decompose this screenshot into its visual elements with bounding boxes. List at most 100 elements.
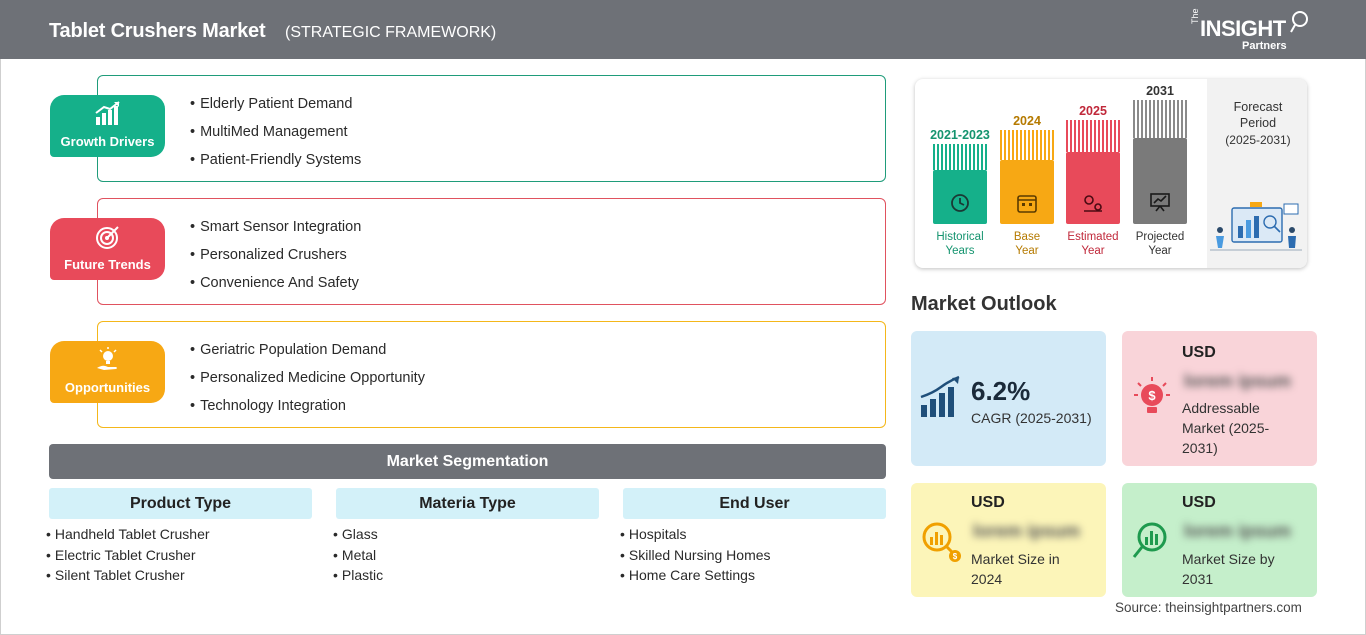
insight-partners-logo[interactable]: The INSIGHT Partners	[1190, 8, 1320, 54]
cagr-value: 6.2%	[971, 376, 1031, 406]
timeline-year: 2031	[1146, 84, 1174, 98]
timeline-stripes	[1066, 120, 1120, 152]
timeline-label-line2: Year	[1148, 245, 1172, 257]
list-item: MultiMed Management	[190, 124, 361, 152]
target-icon	[96, 226, 119, 249]
market-segmentation-bar: Market Segmentation	[49, 444, 886, 479]
growth-drivers-badge: Growth Drivers	[50, 95, 165, 157]
timeline-label: Estimated Year	[1056, 230, 1130, 258]
logo-partners: Partners	[1242, 40, 1287, 52]
svg-text:$: $	[1148, 388, 1156, 403]
header-bar: Tablet Crushers Market (STRATEGIC FRAMEW…	[0, 0, 1366, 59]
list-item: Skilled Nursing Homes	[620, 547, 886, 568]
timeline-label: Historical Years	[923, 230, 997, 258]
timeline-label: Projected Year	[1123, 230, 1197, 258]
size-2031-label: Market Size by 2031	[1182, 551, 1275, 587]
timeline-bar	[1066, 152, 1120, 224]
list-item: Personalized Medicine Opportunity	[190, 370, 425, 398]
growth-chart-icon	[920, 375, 960, 417]
list-item: Handheld Tablet Crusher	[46, 526, 312, 547]
opportunities-label: Opportunities	[64, 380, 151, 395]
list-item: Home Care Settings	[620, 567, 886, 588]
future-trends-label: Future Trends	[64, 257, 151, 272]
market-size-2031-card: USD lorem ipsum Market Size by 2031	[1122, 483, 1317, 597]
source-note: Source: theinsightpartners.com	[1115, 600, 1302, 615]
list-item: Hospitals	[620, 526, 886, 547]
logo-magnifier-icon	[1290, 11, 1308, 33]
timeline-label-line1: Historical	[936, 231, 984, 243]
bar-chart-up-icon	[95, 101, 120, 125]
size-2024-value: lorem ipsum	[973, 521, 1081, 541]
future-trends-badge: Future Trends	[50, 218, 165, 280]
analytics-people-icon	[1210, 202, 1302, 251]
addressable-value: lorem ipsum	[1184, 371, 1292, 391]
list-item: Convenience And Safety	[190, 275, 361, 303]
clock-history-icon	[951, 194, 969, 212]
calendar-icon	[1017, 195, 1037, 213]
page-subtitle: (STRATEGIC FRAMEWORK)	[285, 24, 497, 41]
growth-drivers-label: Growth Drivers	[60, 134, 155, 149]
future-trends-list: Smart Sensor Integration Personalized Cr…	[190, 219, 361, 303]
page-title: Tablet Crushers Market	[49, 20, 266, 42]
timeline-year: 2021-2023	[930, 128, 990, 142]
gears-chart-icon	[1084, 195, 1102, 212]
cagr-card: 6.2% CAGR (2025-2031)	[911, 331, 1106, 466]
timeline-stripes	[933, 144, 987, 170]
list-item: Elderly Patient Demand	[190, 96, 361, 124]
segment-head: Product Type	[49, 488, 312, 519]
timeline-label-line2: Years	[945, 245, 975, 257]
list-item: Personalized Crushers	[190, 247, 361, 275]
market-outlook-title: Market Outlook	[911, 293, 1057, 315]
logo-insight: INSIGHT	[1200, 16, 1286, 41]
addressable-market-card: $ USD lorem ipsum Addressable Market (20…	[1122, 331, 1317, 466]
magnifier-chart-icon: $	[922, 522, 961, 562]
timeline-label-line1: Estimated	[1067, 231, 1119, 243]
timeline-label: Base Year	[990, 230, 1064, 258]
list-item: Patient-Friendly Systems	[190, 152, 361, 180]
timeline-label-line2: Year	[1015, 245, 1039, 257]
magnifier-chart-icon	[1132, 522, 1167, 558]
segment-end-user: End User Hospitals Skilled Nursing Homes…	[623, 488, 886, 588]
lightbulb-hand-icon	[97, 347, 117, 370]
timeline-year: 2025	[1079, 104, 1107, 118]
timeline-bar	[1133, 138, 1187, 224]
list-item: Technology Integration	[190, 398, 425, 426]
timeline-label-line2: Year	[1081, 245, 1105, 257]
market-size-2024-card: $ USD lorem ipsum Market Size in 2024	[911, 483, 1106, 597]
timeline-label-line1: Projected	[1135, 231, 1185, 243]
list-item: Electric Tablet Crusher	[46, 547, 312, 568]
idea-dollar-icon: $	[1134, 377, 1170, 413]
addressable-label: Addressable Market (2025-2031)	[1182, 400, 1270, 456]
segment-head: Materia Type	[336, 488, 599, 519]
timeline-bar	[1000, 160, 1054, 224]
growth-drivers-list: Elderly Patient Demand MultiMed Manageme…	[190, 96, 361, 180]
svg-text:$: $	[953, 552, 958, 561]
list-item: Silent Tablet Crusher	[46, 567, 312, 588]
list-item: Smart Sensor Integration	[190, 219, 361, 247]
size-2031-value: lorem ipsum	[1184, 521, 1292, 541]
timeline-bar	[933, 170, 987, 224]
opportunities-list: Geriatric Population Demand Personalized…	[190, 342, 425, 426]
growth-drivers-panel: Elderly Patient Demand MultiMed Manageme…	[97, 75, 886, 182]
logo-the: The	[1190, 8, 1200, 24]
timeline-year: 2024	[1013, 114, 1041, 128]
cagr-label: CAGR (2025-2031)	[971, 410, 1092, 426]
segment-head: End User	[623, 488, 886, 519]
timeline-stripes	[1133, 100, 1187, 138]
opportunities-panel: Geriatric Population Demand Personalized…	[97, 321, 886, 428]
forecast-title: Forecast Period	[1233, 100, 1283, 130]
timeline-label-line1: Base	[1013, 231, 1041, 243]
list-item: Glass	[333, 526, 599, 547]
addressable-usd: USD	[1182, 344, 1216, 361]
list-item: Geriatric Population Demand	[190, 342, 425, 370]
opportunities-badge: Opportunities	[50, 341, 165, 403]
size-2024-usd: USD	[971, 494, 1005, 511]
list-item: Metal	[333, 547, 599, 568]
future-trends-panel: Smart Sensor Integration Personalized Cr…	[97, 198, 886, 305]
list-item: Plastic	[333, 567, 599, 588]
size-2031-usd: USD	[1182, 494, 1216, 511]
presentation-chart-icon	[1150, 193, 1170, 212]
segment-product-type: Product Type Handheld Tablet Crusher Ele…	[49, 488, 312, 588]
forecast-range: (2025-2031)	[1225, 133, 1291, 147]
size-2024-label: Market Size in 2024	[971, 551, 1060, 587]
